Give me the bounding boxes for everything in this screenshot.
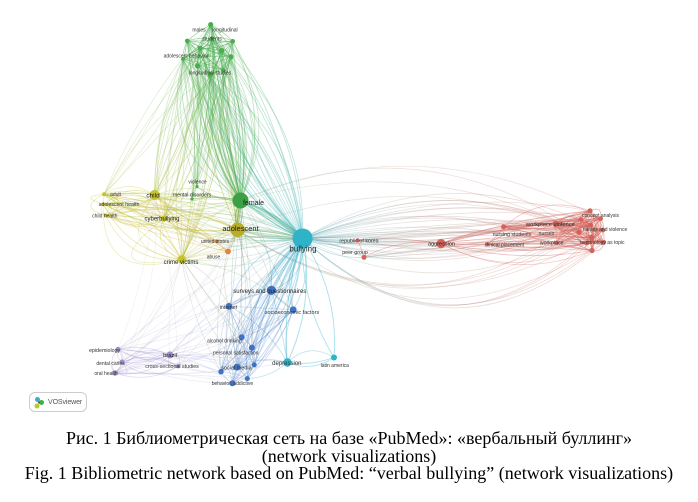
svg-text:behavior, addictive: behavior, addictive xyxy=(212,381,254,387)
svg-text:males: males xyxy=(192,28,206,34)
svg-text:terminology as topic: terminology as topic xyxy=(580,240,625,246)
svg-text:cyberbullying: cyberbullying xyxy=(144,216,179,222)
svg-text:latin america: latin america xyxy=(321,363,350,369)
svg-text:adolescent: adolescent xyxy=(222,224,259,233)
svg-text:longitudinal: longitudinal xyxy=(212,28,237,34)
svg-text:aggression: aggression xyxy=(428,242,455,248)
svg-text:oral health: oral health xyxy=(94,371,118,377)
svg-text:child: child xyxy=(146,193,160,200)
svg-text:united states: united states xyxy=(201,239,230,245)
svg-text:mental disorders: mental disorders xyxy=(173,193,212,199)
svg-text:adolescent behavior: adolescent behavior xyxy=(164,54,209,60)
svg-text:dental caries: dental caries xyxy=(96,361,125,367)
svg-text:socioeconomic factors: socioeconomic factors xyxy=(265,310,320,316)
svg-text:students: students xyxy=(202,37,222,43)
svg-text:republic of korea: republic of korea xyxy=(339,238,378,244)
svg-text:nurses and violence: nurses and violence xyxy=(583,227,628,233)
svg-text:violence: violence xyxy=(188,180,207,186)
svg-text:adolescent health: adolescent health xyxy=(99,202,140,208)
svg-text:depression: depression xyxy=(272,361,301,367)
svg-text:internet: internet xyxy=(220,305,238,311)
svg-text:workplace violence: workplace violence xyxy=(525,222,575,228)
svg-text:alcohol drinking: alcohol drinking xyxy=(207,339,242,345)
svg-text:child health: child health xyxy=(92,214,118,220)
svg-text:surveys and questionnaires: surveys and questionnaires xyxy=(233,289,306,295)
svg-text:brazil: brazil xyxy=(163,353,177,359)
svg-text:longitudinal studies: longitudinal studies xyxy=(189,71,232,77)
svg-text:social media: social media xyxy=(221,366,253,372)
svg-text:female: female xyxy=(243,200,264,207)
svg-text:workplace: workplace xyxy=(540,241,564,247)
svg-text:nurses: nurses xyxy=(539,231,555,237)
svg-text:epidemiology: epidemiology xyxy=(89,348,121,354)
svg-text:nursing students: nursing students xyxy=(493,232,532,238)
svg-text:adult: adult xyxy=(110,192,121,198)
svg-text:clinical placement: clinical placement xyxy=(485,242,525,248)
svg-text:abuse: abuse xyxy=(207,255,221,261)
svg-text:cross-sectional studies: cross-sectional studies xyxy=(145,364,199,370)
svg-text:peer group: peer group xyxy=(342,250,368,256)
svg-text:concept analysis: concept analysis xyxy=(582,213,619,219)
svg-text:personal satisfaction: personal satisfaction xyxy=(213,351,259,357)
svg-text:bullying: bullying xyxy=(289,245,316,254)
svg-text:crime victims: crime victims xyxy=(164,260,199,266)
